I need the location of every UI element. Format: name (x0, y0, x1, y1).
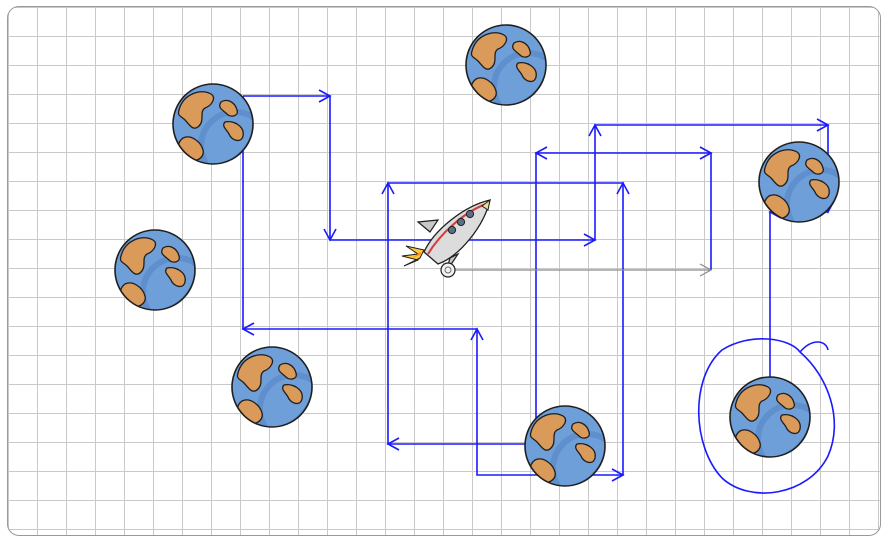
pending-arrowhead (699, 263, 713, 277)
arrowhead (323, 228, 337, 242)
pending-path (455, 263, 713, 277)
earth-globe-icon[interactable] (115, 230, 211, 326)
target-ring (698, 338, 836, 494)
earth-globe-icon[interactable] (466, 25, 562, 121)
arrowhead (386, 437, 400, 451)
earth-globe-icon[interactable] (525, 406, 621, 502)
earth-globe-icon[interactable] (173, 84, 269, 180)
earth-globe-icon[interactable] (730, 377, 826, 473)
arrowhead (470, 327, 484, 341)
arrowhead (611, 468, 625, 482)
rocket-ship-icon[interactable] (401, 198, 491, 278)
earth-globe-icon[interactable] (759, 142, 855, 238)
arrowhead (816, 118, 830, 132)
arrowhead (583, 233, 597, 247)
arrowhead (381, 181, 395, 195)
arrowhead (241, 322, 255, 336)
arrowhead (616, 181, 630, 195)
path-segment (242, 96, 712, 476)
planets (115, 25, 855, 502)
arrowhead (318, 89, 332, 103)
arrowhead (699, 146, 713, 160)
arrowhead (534, 146, 548, 160)
arrowhead (588, 123, 602, 137)
earth-globe-icon[interactable] (232, 347, 328, 443)
